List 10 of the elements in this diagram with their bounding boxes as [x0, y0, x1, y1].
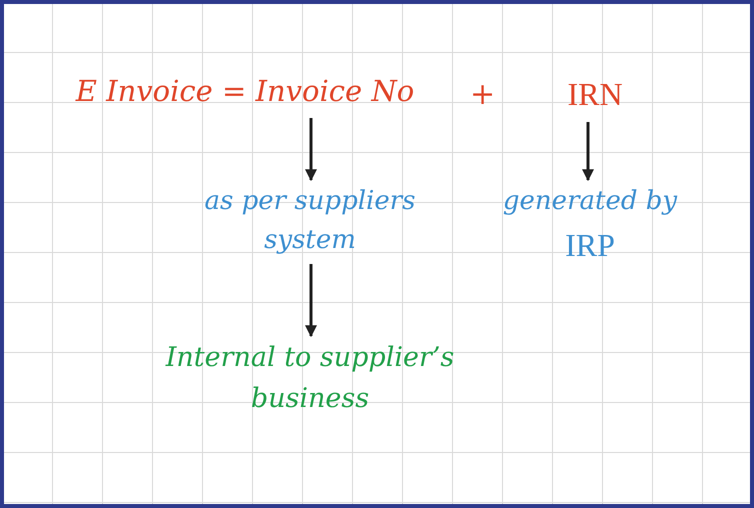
node-text: IRP	[565, 226, 615, 265]
node-text: generated by	[502, 185, 678, 218]
plus-sign: +	[470, 76, 496, 114]
node-text: Internal to supplier’s business	[164, 341, 456, 416]
arrow	[582, 122, 594, 182]
arrow	[305, 118, 317, 182]
node-text: as per suppliers system	[204, 185, 416, 257]
arrow	[305, 264, 317, 338]
node-text: IRN	[567, 75, 623, 114]
node-text: E Invoice = Invoice No	[76, 73, 414, 110]
